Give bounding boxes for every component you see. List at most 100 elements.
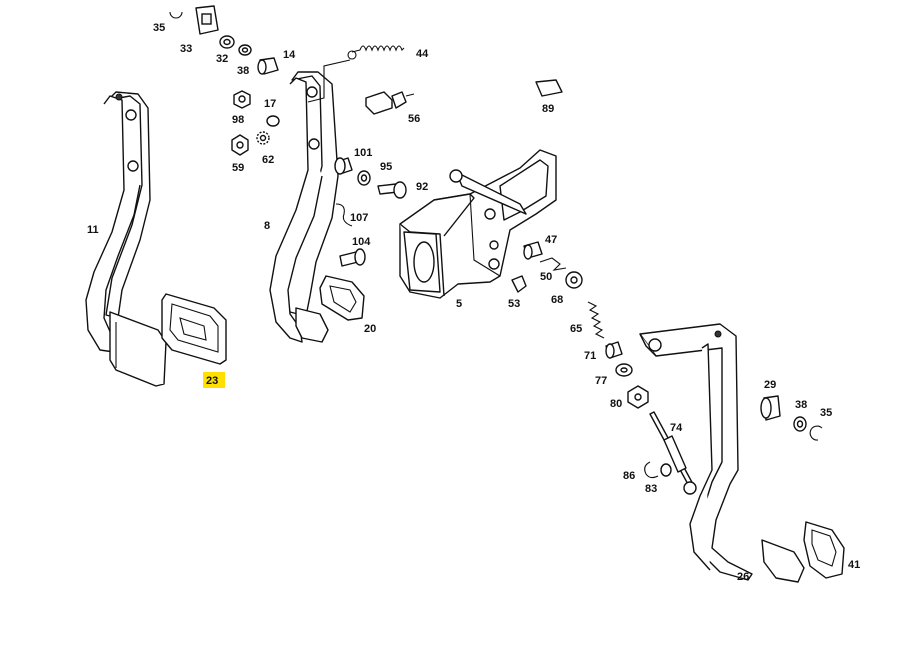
washer-17[interactable] (266, 115, 280, 127)
nut-80[interactable] (627, 385, 649, 409)
callout-71[interactable]: 71 (584, 350, 596, 362)
spring-65[interactable] (587, 301, 605, 339)
callout-107[interactable]: 107 (350, 212, 368, 224)
circlip-35-top[interactable] (169, 11, 183, 19)
callout-38a[interactable]: 38 (237, 65, 249, 77)
callout-label: 80 (610, 398, 622, 410)
callout-77[interactable]: 77 (595, 375, 607, 387)
push-rod-74[interactable] (649, 411, 697, 495)
callout-23[interactable]: 23 (203, 372, 225, 388)
washer-95[interactable] (357, 170, 371, 186)
callout-label: 35 (820, 407, 832, 419)
callout-label: 23 (206, 375, 218, 387)
part-labels: 35 33 32 38 14 44 56 89 17 98 62 59 101 95 92 107 104 11 8… (87, 22, 860, 583)
callout-101[interactable]: 101 (354, 147, 372, 159)
callout-35b[interactable]: 35 (820, 407, 832, 419)
callout-label: 14 (283, 49, 296, 61)
clip-107[interactable] (335, 203, 353, 227)
bushing-47[interactable] (523, 241, 543, 260)
callout-95[interactable]: 95 (380, 161, 392, 173)
callout-label: 53 (508, 298, 520, 310)
clip-50[interactable] (539, 257, 567, 271)
callout-8[interactable]: 8 (264, 220, 270, 232)
nut-98[interactable] (233, 90, 251, 109)
washer-77[interactable] (615, 363, 633, 377)
clip-53[interactable] (511, 275, 527, 293)
washer-83[interactable] (660, 463, 672, 477)
pin-104[interactable] (339, 248, 366, 267)
washer-32[interactable] (219, 35, 235, 49)
callout-20[interactable]: 20 (364, 323, 376, 335)
bushing-14[interactable] (257, 57, 279, 75)
callout-86[interactable]: 86 (623, 470, 635, 482)
bushing-101[interactable] (334, 157, 353, 175)
callout-11[interactable]: 11 (87, 224, 99, 236)
callout-83[interactable]: 83 (645, 483, 657, 495)
callout-38b[interactable]: 38 (795, 399, 807, 411)
pedal-stop-20[interactable] (319, 275, 365, 321)
callout-80[interactable]: 80 (610, 398, 622, 410)
pedal-pad-26[interactable] (761, 539, 805, 583)
bushing-71[interactable] (605, 341, 623, 359)
callout-41[interactable]: 41 (848, 559, 860, 571)
callout-68[interactable]: 68 (551, 294, 563, 306)
callout-62[interactable]: 62 (262, 154, 274, 166)
pedal-bracket-5[interactable] (399, 149, 557, 299)
bolt-92[interactable] (377, 181, 407, 199)
callout-53[interactable]: 53 (508, 298, 520, 310)
bushing-29[interactable] (760, 395, 781, 421)
pedal-pad-8[interactable] (295, 307, 329, 343)
callout-label: 35 (153, 22, 165, 34)
stop-light-switch-56[interactable] (365, 91, 415, 115)
callout-label: 68 (551, 294, 563, 306)
callout-26[interactable]: 26 (737, 571, 749, 583)
washer-38-top[interactable] (238, 44, 252, 56)
callout-label: 59 (232, 162, 244, 174)
callout-17[interactable]: 17 (264, 98, 276, 110)
callout-50[interactable]: 50 (540, 271, 552, 283)
callout-label: 20 (364, 323, 376, 335)
callout-56[interactable]: 56 (408, 113, 420, 125)
callout-35a[interactable]: 35 (153, 22, 165, 34)
callout-label: 77 (595, 375, 607, 387)
return-spring-44[interactable] (307, 45, 405, 103)
callout-label: 8 (264, 220, 270, 232)
pedal-arm-11[interactable] (85, 91, 151, 353)
callout-74[interactable]: 74 (670, 422, 683, 434)
callout-label: 33 (180, 43, 192, 55)
callout-5[interactable]: 5 (456, 298, 462, 310)
callout-92[interactable]: 92 (416, 181, 428, 193)
callout-89[interactable]: 89 (542, 103, 554, 115)
callout-65[interactable]: 65 (570, 323, 582, 335)
callout-33[interactable]: 33 (180, 43, 192, 55)
callout-98[interactable]: 98 (232, 114, 244, 126)
callout-label: 38 (237, 65, 249, 77)
callout-14[interactable]: 14 (283, 49, 296, 61)
callout-label: 32 (216, 53, 228, 65)
clip-86[interactable] (644, 461, 659, 479)
callout-label: 44 (416, 48, 429, 60)
callout-29[interactable]: 29 (764, 379, 776, 391)
pedal-pad-11[interactable] (109, 311, 167, 387)
pedal-rubber-23[interactable] (161, 293, 227, 365)
pedal-rubber-41[interactable] (803, 521, 845, 579)
callout-47[interactable]: 47 (545, 234, 557, 246)
circlip-35-right[interactable] (809, 425, 823, 441)
callout-label: 62 (262, 154, 274, 166)
washer-38-right[interactable] (793, 416, 807, 432)
callout-label: 104 (352, 236, 371, 248)
callout-104[interactable]: 104 (352, 236, 371, 248)
callout-44[interactable]: 44 (416, 48, 429, 60)
callout-32[interactable]: 32 (216, 53, 228, 65)
bracket-33[interactable] (195, 5, 219, 35)
pedal-arm-26[interactable] (639, 323, 753, 581)
nut-59[interactable] (231, 134, 249, 156)
callout-label: 74 (670, 422, 683, 434)
callout-label: 65 (570, 323, 582, 335)
callout-label: 41 (848, 559, 860, 571)
adjuster-68[interactable] (565, 271, 583, 289)
lock-washer-62[interactable] (256, 131, 270, 145)
pad-89[interactable] (535, 79, 563, 97)
callout-59[interactable]: 59 (232, 162, 244, 174)
